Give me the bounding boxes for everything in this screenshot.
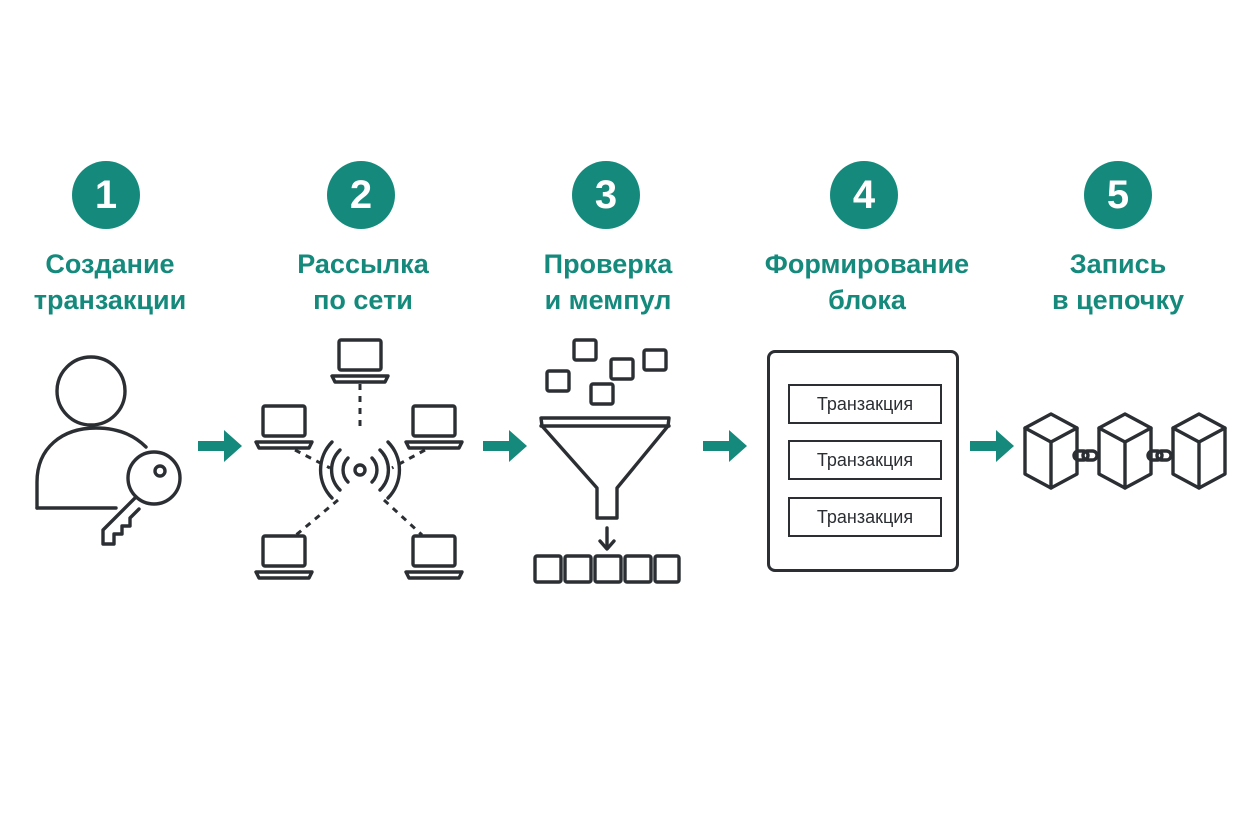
step-4-number: 4: [830, 161, 898, 229]
step-4-title: Формирование блока: [764, 249, 970, 315]
cube-icon-2: [1097, 412, 1153, 490]
cube-icon-1: [1023, 412, 1079, 490]
chain-link-icon-1: [1072, 449, 1099, 462]
block-transaction-2: Транзакция: [788, 440, 942, 480]
step-5-title: Запись в цепочку: [1051, 249, 1185, 315]
chain-link-icon-2: [1146, 449, 1173, 462]
block-transaction-1: Транзакция: [788, 384, 942, 424]
arrow-4-to-5: [970, 430, 1014, 462]
funnel-mempool-icon: [533, 338, 681, 584]
laptop-icon-bottom-left: [254, 534, 314, 580]
user-with-key-icon: [35, 355, 182, 546]
laptop-icon-left: [254, 404, 314, 450]
chain-of-blocks-icon: [1023, 412, 1227, 490]
step-1-title: Создание транзакции: [33, 249, 187, 315]
step-2-number: 2: [327, 161, 395, 229]
arrow-1-to-2: [198, 430, 242, 462]
step-2-title: Рассылка по сети: [297, 249, 429, 315]
arrow-2-to-3: [483, 430, 527, 462]
laptop-icon-right: [404, 404, 464, 450]
step-5-number: 5: [1084, 161, 1152, 229]
arrow-3-to-4: [703, 430, 747, 462]
network-broadcast-icon: [254, 338, 464, 580]
cube-icon-3: [1171, 412, 1227, 490]
step-3-number: 3: [572, 161, 640, 229]
step-3-title: Проверка и мемпул: [543, 249, 673, 315]
laptop-icon-top: [330, 338, 390, 384]
laptop-icon-bottom-right: [404, 534, 464, 580]
block-icon: Транзакция Транзакция Транзакция: [767, 350, 959, 572]
block-transaction-3: Транзакция: [788, 497, 942, 537]
step-1-number: 1: [72, 161, 140, 229]
